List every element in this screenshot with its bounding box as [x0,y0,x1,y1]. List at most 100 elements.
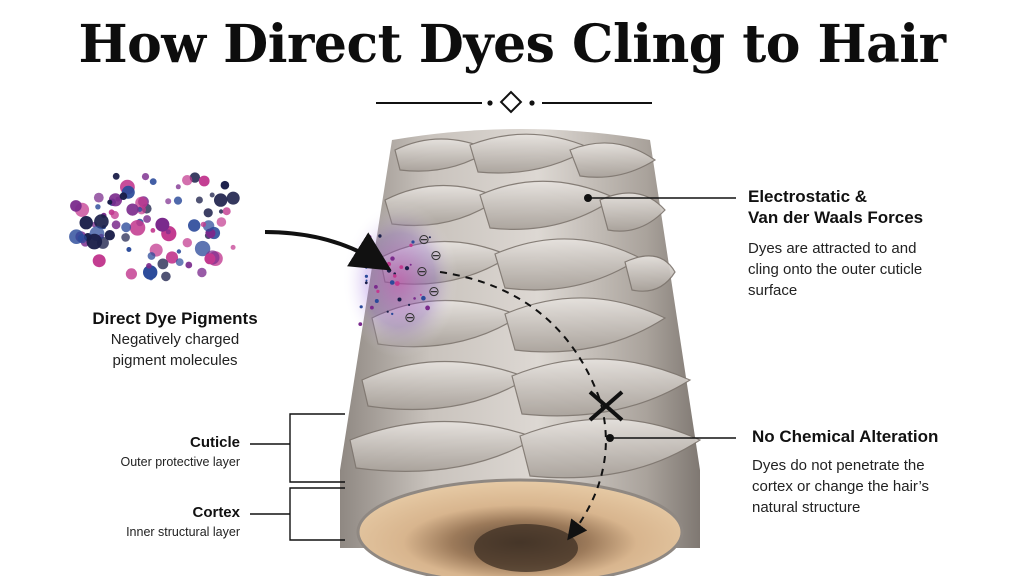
pigment-molecule [161,271,171,282]
pigment-particle [366,264,370,267]
pigment-molecule [129,220,146,236]
cortex-label: Cortex Inner structural layer [70,502,240,541]
pigment-molecule [112,172,120,180]
pigment-molecule [143,265,158,280]
pigment-molecule [149,276,153,281]
pigment-molecule [197,267,207,278]
forces-line-3: surface [748,282,798,299]
charge-symbol: ⊖ [418,232,430,248]
pigment-molecule [92,254,106,268]
pigment-particle [364,281,368,285]
charge-symbol: ⊖ [428,284,440,300]
pigment-molecule [107,199,113,205]
pigment-molecule [104,230,116,241]
pigments-line-2: pigment molecules [112,352,238,369]
pigment-molecule [194,240,211,257]
blocked-penetration-path [439,271,607,541]
pigment-molecule [182,238,192,248]
no-alteration-line-3: natural structure [752,499,861,516]
pigment-molecule [203,208,213,218]
pigment-molecule [93,192,104,203]
pigment-particle [376,289,380,293]
pigment-molecule [165,198,172,205]
pigment-molecule [218,209,224,214]
dye-attraction-arrow [264,230,392,271]
pigment-molecule [143,215,152,223]
pigment-molecule [77,234,87,244]
pigment-molecule [222,207,231,216]
pigment-particle [419,293,422,296]
pigment-molecule [150,228,156,233]
charge-symbol: ⊖ [430,248,442,264]
pigment-particle [365,266,368,269]
pigment-particle [411,240,415,244]
cuticle-description: Outer protective layer [120,455,241,469]
pigment-particle [413,297,416,300]
cuticle-label: Cuticle Outer protective layer [70,432,241,471]
pigment-particle [365,279,368,282]
pigment-particle [386,261,392,267]
forces-line-2: cling onto the outer cuticle [748,261,923,278]
dye-pigment-cluster [69,172,431,326]
pigment-particle [391,312,394,316]
pigment-particle [404,266,410,271]
charge-symbol: ⊖ [416,264,428,280]
pigment-particle [409,243,413,247]
pigment-molecule [182,175,193,186]
pigment-molecule [149,178,157,186]
pigment-molecule [111,220,121,230]
pigment-molecule [110,210,119,220]
pigment-molecule [70,200,82,212]
forces-heading-2: Van der Waals Forces [748,208,924,227]
dye-glow [342,202,458,358]
no-alteration-line-1: Dyes do not penetrate the [752,457,925,474]
pigment-particle [358,322,363,326]
pigment-particle [389,280,395,285]
cortex-description: Inner structural layer [126,525,240,539]
pigment-particle [378,234,382,238]
forces-label: Electrostatic & Van der Waals Forces Dye… [748,186,1008,301]
pigment-molecule [115,196,121,202]
pigment-molecule [146,263,152,269]
pigment-molecule [157,258,169,270]
pigment-molecule [214,193,228,207]
pigment-molecule [216,217,227,227]
pigment-molecule [204,253,216,265]
pigment-particle [364,274,368,278]
charge-symbol: ⊖ [404,310,416,326]
charge-symbols: ⊖ ⊖ ⊖ ⊖ ⊖ [404,232,442,326]
medulla-core [474,524,578,572]
pigment-particle [421,295,426,301]
pigment-particle [409,263,412,266]
no-alteration-heading: No Chemical Alteration [752,427,939,446]
pigment-particle [394,281,400,286]
pigments-label: Direct Dye Pigments Negatively charged p… [70,308,280,371]
pigment-molecule [198,175,210,187]
pigment-molecule [94,214,109,229]
pigment-particle [362,257,366,261]
pigment-molecule [125,268,137,280]
pigment-molecule [202,220,215,232]
pigment-particle [386,268,392,273]
pigment-molecule [175,184,181,190]
pigment-particle [367,235,372,240]
forces-line-1: Dyes are attracted to and [748,240,917,257]
pigment-particle [359,305,363,309]
pigment-particle [393,274,397,278]
pigment-molecule [121,222,131,233]
pigment-particle [374,285,378,289]
pigment-molecule [119,192,128,200]
cortex-heading: Cortex [192,504,240,521]
blocked-x-mark [588,390,624,422]
cortex-bracket [250,487,345,541]
pigment-particle [374,299,379,303]
forces-heading-1: Electrostatic & [748,187,868,206]
pigment-molecule [126,247,132,252]
pigment-particle [397,297,402,302]
pigment-particle [425,305,430,311]
pigment-molecule [141,173,150,181]
pigment-molecule [126,203,139,216]
pigment-molecule [226,191,240,205]
pigment-molecule [147,252,156,260]
pigment-particle [370,305,374,310]
